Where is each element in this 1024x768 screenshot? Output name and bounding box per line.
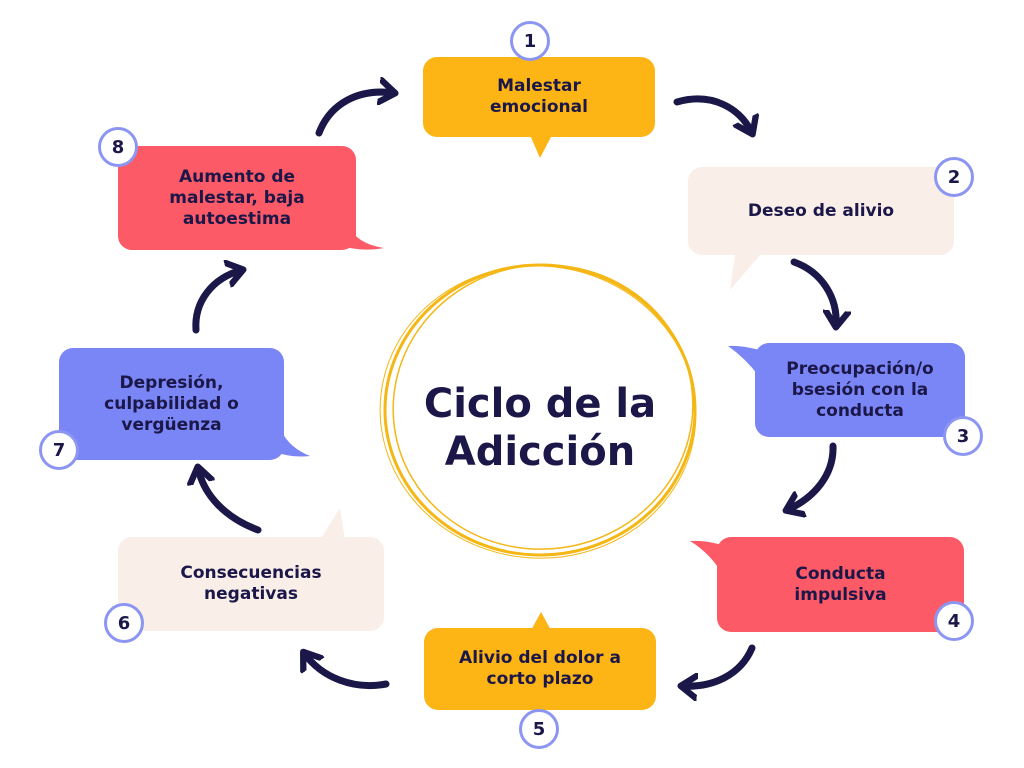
center-circle — [379, 263, 697, 559]
title-line-1: Ciclo de la — [423, 381, 657, 427]
bubble-tail-4 — [690, 540, 722, 570]
title-line-2: Adicción — [444, 429, 636, 475]
arrow-8-to-1 — [315, 92, 394, 137]
arrow-6-to-7 — [198, 468, 262, 534]
bubble-tail-5 — [530, 612, 552, 632]
bubble-tail-3 — [728, 345, 760, 375]
arrow-4-to-5 — [682, 644, 756, 686]
arrow-5-to-6 — [304, 653, 390, 689]
step-5-number-badge: 5 — [519, 709, 559, 749]
arrow-7-to-8 — [192, 270, 242, 334]
arrow-1-to-2 — [673, 95, 752, 133]
cycle-arrows — [196, 92, 836, 686]
step-1-number-badge: 1 — [510, 21, 550, 61]
step-7-number-badge: 7 — [39, 430, 79, 470]
bubble-tail-1 — [530, 135, 552, 158]
step-6-number-badge: 6 — [104, 603, 144, 643]
step-4-number-badge: 4 — [934, 601, 974, 641]
arrow-3-to-4 — [787, 442, 837, 510]
step-3-number-badge: 3 — [943, 416, 983, 456]
step-2-number-badge: 2 — [934, 157, 974, 197]
step-2-box: Deseo de alivio — [688, 167, 954, 255]
arrow-2-to-3 — [790, 258, 836, 326]
step-8-number-badge: 8 — [98, 127, 138, 167]
bubble-tail-6 — [320, 508, 345, 540]
bubble-tail-2 — [730, 255, 760, 290]
diagram-title: Ciclo de la Adicción — [390, 380, 690, 476]
